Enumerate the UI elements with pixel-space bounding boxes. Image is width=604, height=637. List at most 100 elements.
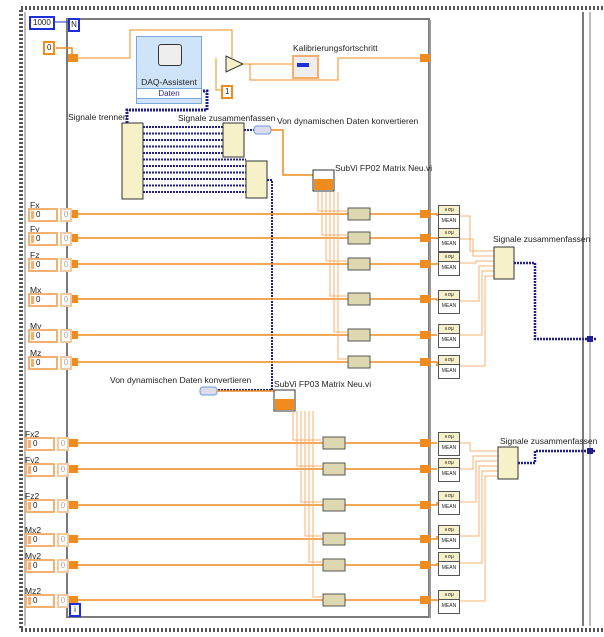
mean-icon: ∧σμ <box>439 459 459 468</box>
loop-iteration-terminal[interactable]: i <box>69 603 81 617</box>
input-tunnel <box>68 295 78 303</box>
numeric-indicator: 0 <box>57 463 69 477</box>
numeric-control[interactable]: 0 <box>25 437 55 451</box>
mean-label: MEAN <box>441 337 457 343</box>
index-array-node <box>347 292 371 306</box>
mean-output-wire <box>459 265 494 302</box>
numeric-control[interactable]: 0 <box>25 559 55 573</box>
output-tunnel <box>420 561 430 569</box>
numeric-control[interactable]: 0 <box>28 208 58 222</box>
split-signals-node <box>121 122 144 200</box>
numeric-control[interactable]: 0 <box>28 356 58 370</box>
mean-output-wire <box>459 260 494 264</box>
mean-input-wire <box>430 563 438 566</box>
index-array-node <box>322 462 346 476</box>
control-label-fx2: Fx2 <box>25 429 40 439</box>
numeric-control[interactable]: 0 <box>25 594 55 608</box>
numeric-control[interactable]: 0 <box>28 258 58 272</box>
subvi-output-wire <box>325 192 348 262</box>
control-label-fx: Fx <box>30 200 40 210</box>
shift-register-init-constant[interactable]: 0 <box>43 41 56 55</box>
input-tunnel <box>68 260 78 268</box>
mean-label: MEAN <box>441 241 457 247</box>
mean-icon: ∧σμ <box>439 253 459 262</box>
numeric-control[interactable]: 0 <box>25 463 55 477</box>
subvi-output-wire <box>333 192 348 333</box>
index-array-node <box>347 231 371 245</box>
input-tunnel <box>68 331 78 339</box>
convert-out-wire-1 <box>271 129 313 176</box>
mean-label: MEAN <box>441 218 457 224</box>
daq-assistant[interactable]: DAQ-Assistent Daten <box>136 36 202 104</box>
mean-icon: ∧σμ <box>439 433 459 442</box>
merge-signals-node-1 <box>222 122 245 158</box>
index-array-node <box>322 558 346 572</box>
merged-output-wire <box>518 449 596 465</box>
mean-icon: ∧σμ <box>439 325 459 334</box>
output-tunnel <box>420 596 430 604</box>
mean-icon: ∧σμ <box>439 229 459 238</box>
index-array-node <box>322 593 346 607</box>
numeric-control[interactable]: 0 <box>28 232 58 246</box>
loop-count-terminal[interactable]: N <box>68 18 80 32</box>
shift-out-wire <box>249 57 420 81</box>
input-tunnel <box>68 234 78 242</box>
subvi-output-wire <box>296 411 323 467</box>
mean-icon: ∧σμ <box>439 591 459 600</box>
merge-signals-label-1: Signale zusammenfassen <box>178 113 276 123</box>
numeric-indicator: 0 <box>60 356 72 370</box>
index-array-node <box>322 498 346 512</box>
index-array-node <box>347 355 371 369</box>
daq-output-data[interactable]: Daten <box>137 88 201 99</box>
shift-register-left <box>68 54 78 62</box>
mean-output-wire <box>459 455 498 470</box>
loop-count-constant[interactable]: 1000 <box>29 16 55 30</box>
numeric-indicator: 0 <box>57 594 69 608</box>
numeric-control[interactable]: 0 <box>25 533 55 547</box>
mean-input-wire <box>430 361 438 366</box>
numeric-control[interactable]: 0 <box>28 329 58 343</box>
numeric-control[interactable]: 0 <box>25 499 55 513</box>
compare-constant[interactable]: 1 <box>221 85 234 99</box>
control-label-fz: Fz <box>30 250 40 260</box>
mean-label: MEAN <box>441 603 457 609</box>
numeric-control[interactable]: 0 <box>28 293 58 307</box>
mean-label: MEAN <box>441 445 457 451</box>
progress-label: Kalibrierungsfortschritt <box>293 43 378 53</box>
compare-node <box>225 55 245 73</box>
merged-output-wire <box>514 261 596 341</box>
convert-node-1 <box>253 125 272 135</box>
mean-output-wire <box>459 475 498 602</box>
output-tunnel <box>420 535 430 543</box>
subvi-fp03-label: SubVi FP03 Matrix Neu.vi <box>274 379 372 389</box>
input-tunnel <box>68 561 78 569</box>
index-array-node <box>322 532 346 546</box>
mean-label: MEAN <box>441 303 457 309</box>
merge-signals-node-1b <box>245 160 268 199</box>
subvi-fp02-label: SubVi FP02 Matrix Neu.vi <box>335 163 433 173</box>
